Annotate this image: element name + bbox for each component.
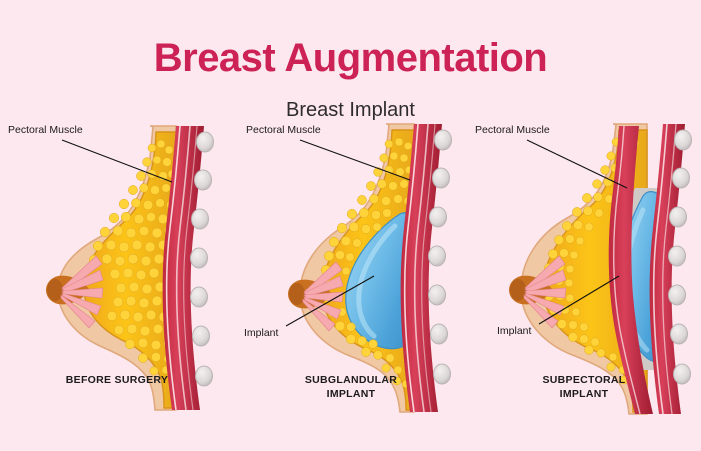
label-implant: Implant — [244, 327, 279, 339]
leader-line-pectoral-muscle — [526, 139, 628, 189]
milk-ducts — [302, 261, 344, 332]
diagram-subglandular-implant: Pectoral Muscle Implant — [244, 123, 452, 413]
panel-before-surgery: Pectoral Muscle BEFORE SURGERY — [0, 118, 234, 418]
leader-line-pectoral-muscle — [299, 139, 411, 181]
diagram-before-surgery: Pectoral Muscle — [8, 124, 214, 411]
ribs — [190, 131, 214, 387]
muscle-striation — [652, 123, 668, 415]
caption-line-2: IMPLANT — [326, 388, 376, 400]
nipple — [289, 283, 305, 305]
label-pectoral-muscle: Pectoral Muscle — [8, 124, 83, 136]
muscle-striation — [165, 125, 181, 411]
milk-ducts — [60, 255, 104, 329]
leader-line-implant — [285, 275, 375, 327]
label-pectoral-muscle: Pectoral Muscle — [246, 124, 321, 136]
muscle-striation — [413, 123, 429, 413]
muscle-striation — [421, 123, 436, 413]
leader-line-pectoral-muscle — [61, 139, 173, 183]
nipple — [510, 279, 526, 301]
caption-line-1: SUBGLANDULAR — [304, 374, 398, 386]
caption-line-1: SUBPECTORAL — [542, 374, 626, 386]
caption-line-2: IMPLANT — [559, 388, 609, 400]
milk-ducts — [523, 255, 567, 329]
muscle-striation — [183, 125, 198, 411]
pectoral-muscle — [608, 126, 653, 414]
caption-subglandular-implant: SUBGLANDULAR IMPLANT — [234, 373, 468, 401]
implant-highlight — [356, 223, 398, 339]
muscle-striation — [175, 125, 191, 411]
page-subtitle: Breast Implant — [286, 99, 415, 121]
caption-subpectoral-implant: SUBPECTORAL IMPLANT — [467, 373, 701, 401]
panel-subglandular-implant: Pectoral Muscle Implant SUBGLANDULAR IMP… — [234, 118, 468, 418]
panel-subpectoral-implant: Pectoral Muscle Implant SUBPECTORAL IMPL… — [467, 118, 701, 418]
nipple — [47, 279, 63, 301]
leader-line-implant — [538, 275, 620, 325]
chest-wall-muscle — [649, 124, 685, 414]
page-title: Breast Augmentation — [153, 36, 548, 80]
label-pectoral-muscle: Pectoral Muscle — [475, 124, 550, 136]
ribs — [668, 129, 692, 385]
ribs — [428, 129, 452, 385]
caption-before-surgery: BEFORE SURGERY — [65, 374, 169, 386]
label-implant: Implant — [497, 325, 532, 337]
muscle-striation — [613, 125, 641, 415]
muscle-striation — [403, 123, 419, 413]
diagram-subpectoral-implant: Pectoral Muscle Implant — [475, 123, 692, 415]
